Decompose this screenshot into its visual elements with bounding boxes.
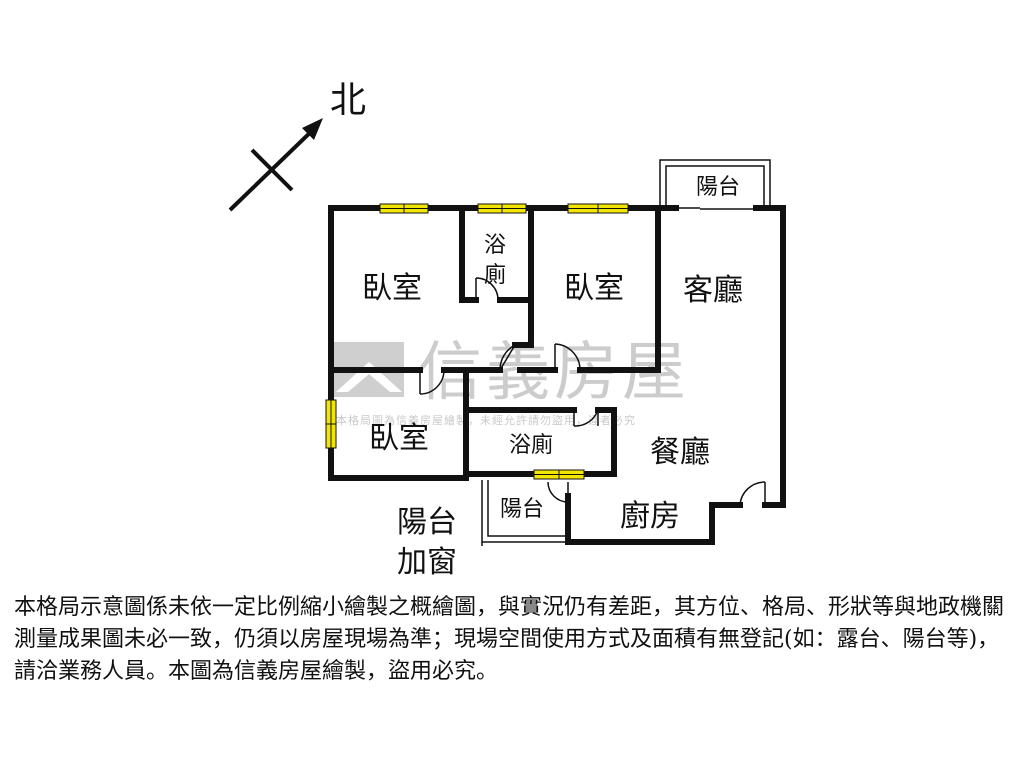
label-balcony-enclosed-line2: 加窗 <box>397 545 457 580</box>
windows <box>325 203 629 480</box>
compass-arrow-shaft <box>228 123 320 212</box>
compass-arrow-head <box>302 118 323 140</box>
floor-plan: 北 信義房屋 本格局圖為信義房屋繪製，未經允許請勿盜用，違者必究 <box>228 80 786 580</box>
label-balcony-enclosed-line1: 陽台 <box>397 505 457 540</box>
label-balcony-bottom: 陽台 <box>500 497 544 522</box>
door-bedroom-2 <box>554 343 581 371</box>
label-bedroom-2: 臥室 <box>564 271 624 306</box>
window-bedroom-1 <box>379 203 429 214</box>
door-bathroom-1 <box>475 277 499 301</box>
label-living-room: 客廳 <box>683 273 743 308</box>
label-kitchen: 廚房 <box>620 499 680 534</box>
door-bedroom-2-left <box>499 344 516 371</box>
label-balcony-top: 陽台 <box>696 175 740 200</box>
door-bathroom-2 <box>573 409 599 427</box>
door-bedroom-1 <box>419 369 445 395</box>
label-bathroom-2: 浴廁 <box>509 433 553 458</box>
label-bathroom-1-line2: 廁 <box>484 263 506 288</box>
watermark-notice: 本格局圖為信義房屋繪製，未經允許請勿盜用，違者必究 <box>336 413 636 427</box>
label-bathroom-1-line1: 浴 <box>484 233 506 258</box>
doors <box>419 207 766 506</box>
door-kitchen <box>739 481 766 506</box>
label-bedroom-3: 臥室 <box>369 421 429 456</box>
north-compass: 北 <box>228 80 366 212</box>
door-balcony-bottom <box>547 481 569 503</box>
window-bathroom-1 <box>477 203 527 214</box>
window-bedroom-2 <box>567 203 629 214</box>
label-bedroom-1: 臥室 <box>362 271 422 306</box>
window-bathroom-2 <box>533 469 585 480</box>
walls <box>328 205 786 545</box>
label-dining-room: 餐廳 <box>650 435 710 470</box>
compass-cross <box>250 148 294 192</box>
north-label: 北 <box>330 80 366 121</box>
balcony-bottom-outline <box>481 480 568 546</box>
window-bedroom-3 <box>325 399 337 449</box>
balcony-top-outline <box>659 159 771 210</box>
disclaimer-text: 本格局示意圖係未依一定比例縮小繪製之概繪圖，與實況仍有差距，其方位、格局、形狀等… <box>14 595 1005 684</box>
